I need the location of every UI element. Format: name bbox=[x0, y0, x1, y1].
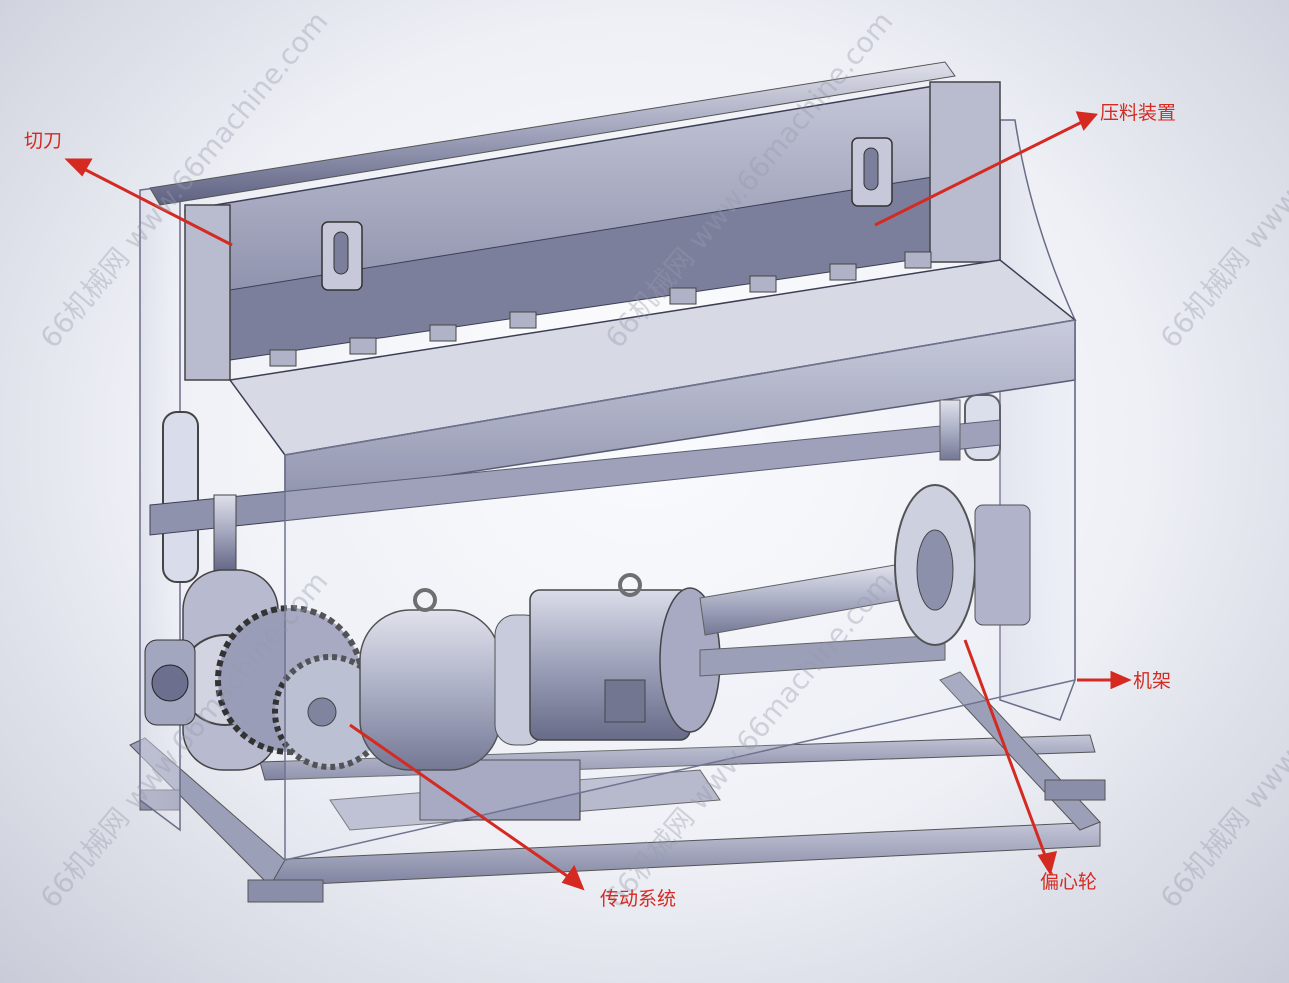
press-leader-line bbox=[874, 120, 1083, 227]
eccentric-leader-line bbox=[963, 639, 1048, 859]
left-clamp-plate bbox=[184, 204, 231, 381]
top-assembly bbox=[149, 61, 1001, 381]
left-connecting-rod bbox=[213, 494, 237, 576]
press-foot bbox=[509, 311, 537, 329]
transmission-arrowhead bbox=[561, 864, 585, 891]
front-guard bbox=[284, 319, 1076, 861]
label-frame: 机架 bbox=[1133, 670, 1172, 692]
drive-unit bbox=[359, 573, 721, 821]
callout-arrows bbox=[64, 111, 1132, 891]
right-drive-side bbox=[699, 399, 1031, 677]
base-foot bbox=[247, 879, 324, 903]
flange-bearing-hub bbox=[151, 664, 189, 702]
frame-arrowhead bbox=[1110, 670, 1132, 690]
transmission-leader-line bbox=[349, 723, 571, 880]
eccentric-arrowhead bbox=[1037, 851, 1058, 876]
top-rod bbox=[149, 61, 956, 206]
label-eccentric-wheel: 偏心轮 bbox=[1040, 871, 1098, 893]
blade-beam-lower bbox=[149, 419, 1001, 536]
blade-arrowhead bbox=[64, 158, 93, 177]
press-foot bbox=[349, 337, 377, 355]
motor-terminal-box bbox=[604, 679, 646, 723]
label-blade: 切刀 bbox=[24, 130, 63, 152]
press-foot bbox=[669, 287, 697, 305]
left-slot bbox=[162, 411, 199, 583]
blade-leader-line bbox=[81, 166, 233, 247]
right-bearing-block bbox=[974, 504, 1031, 626]
gear-hub bbox=[307, 697, 337, 727]
worktable bbox=[149, 259, 1077, 536]
hanger-slot bbox=[863, 147, 879, 191]
press-foot bbox=[429, 324, 457, 342]
lower-shaft bbox=[699, 634, 946, 677]
press-foot bbox=[749, 275, 777, 293]
label-press-device: 压料装置 bbox=[1100, 102, 1177, 124]
hanger-slot bbox=[333, 231, 349, 275]
press-foot bbox=[829, 263, 857, 281]
press-arrowhead bbox=[1075, 111, 1098, 131]
right-connecting-rod bbox=[939, 399, 961, 461]
right-clamp-plate bbox=[929, 81, 1001, 263]
reducer-lift-eye bbox=[413, 588, 437, 612]
label-transmission: 传动系统 bbox=[600, 888, 677, 910]
press-foot bbox=[904, 251, 932, 269]
eccentric-wheel-hub bbox=[916, 529, 954, 611]
base-foot bbox=[1044, 779, 1106, 801]
press-foot bbox=[269, 349, 297, 367]
motor-lift-eye bbox=[618, 573, 642, 597]
